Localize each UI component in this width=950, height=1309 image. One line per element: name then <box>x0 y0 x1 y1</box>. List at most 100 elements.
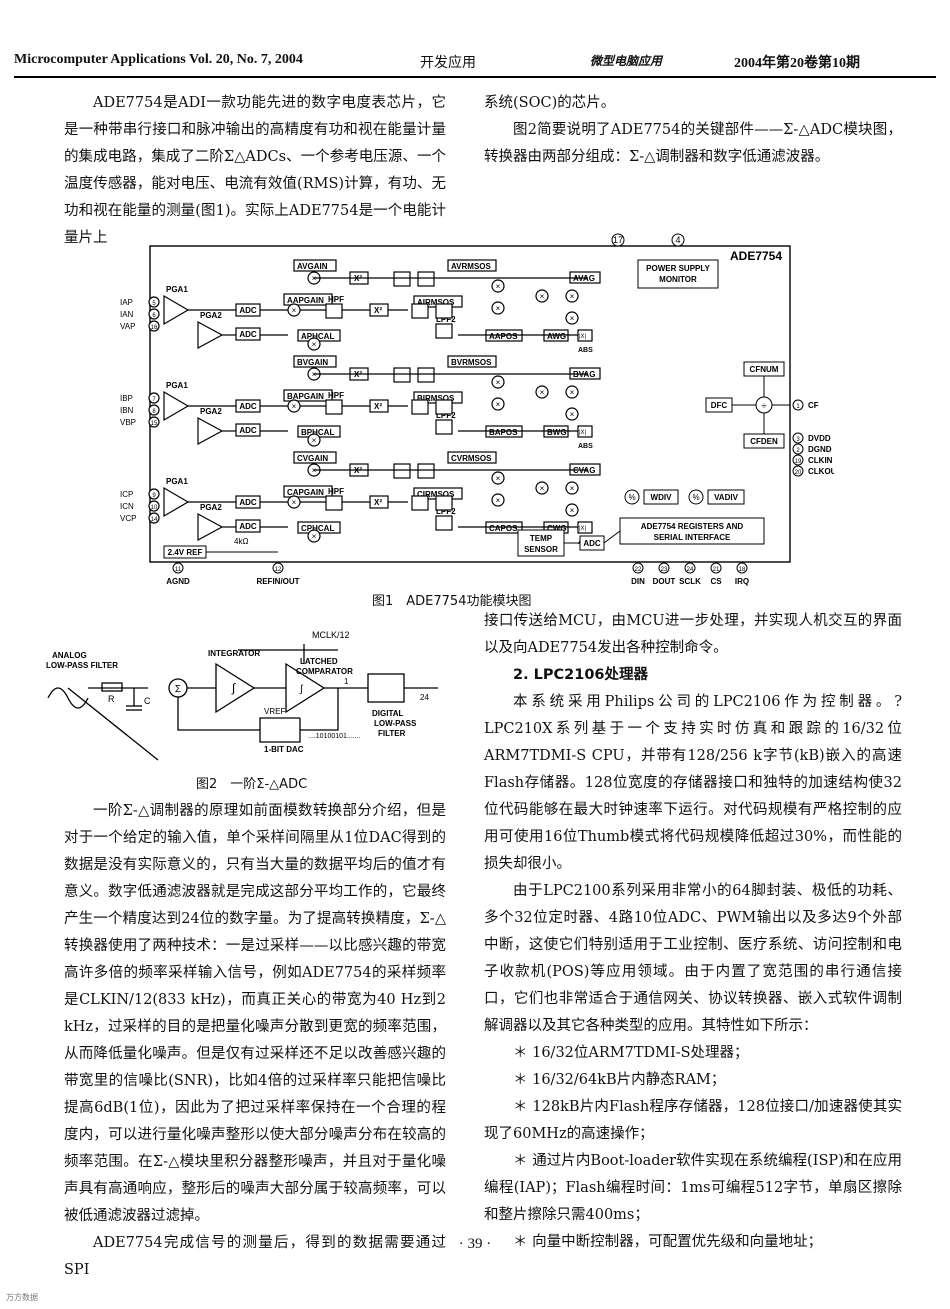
svg-text:ADC: ADC <box>239 306 257 315</box>
pin-label: IAP <box>120 298 133 307</box>
pin-label: CLKOUT <box>808 467 834 476</box>
paragraph: 系统(SOC)的芯片。 <box>484 95 616 111</box>
figure-2-sigma-delta-adc: Σ ∫ ∫ MCLK/12 ANALOG LOW-PASS FILTER INT… <box>46 630 438 761</box>
svg-text:18: 18 <box>739 567 746 573</box>
svg-text:HPF: HPF <box>328 295 344 304</box>
svg-text:CFDEN: CFDEN <box>750 437 778 446</box>
svg-text:1: 1 <box>344 677 349 686</box>
pin-label: AGND <box>166 577 190 586</box>
svg-text:3: 3 <box>796 437 800 443</box>
pin-number: 7 <box>152 397 156 403</box>
svg-text:INTEGRATOR: INTEGRATOR <box>208 649 260 658</box>
svg-text:×: × <box>540 388 545 397</box>
svg-text:DFC: DFC <box>711 401 728 410</box>
issue-info: 2004年第20卷第10期 <box>734 56 860 71</box>
right-column-top: 系统(SOC)的芯片。 图2简要说明了ADE7754的关键部件——Σ-△ADC模… <box>484 90 902 171</box>
svg-text:R: R <box>108 694 115 704</box>
svg-text:∫: ∫ <box>299 684 304 695</box>
svg-text:×: × <box>292 306 297 315</box>
svg-text:VADIV: VADIV <box>714 493 739 502</box>
pin-label: IBP <box>120 394 133 403</box>
pin-number: 9 <box>152 493 156 499</box>
svg-text:÷: ÷ <box>761 401 767 412</box>
svg-text:ABS: ABS <box>578 347 593 354</box>
pin-label: DVDD <box>808 434 831 443</box>
svg-text:×: × <box>540 484 545 493</box>
paragraph: 图2简要说明了ADE7754的关键部件——Σ-△ADC模块图，转换器由两部分组成… <box>484 122 902 165</box>
svg-text:×: × <box>496 378 501 387</box>
pin-label: REFIN/OUT <box>256 577 299 586</box>
register-label: CWG <box>547 524 567 533</box>
svg-text:×: × <box>540 292 545 301</box>
svg-text:×: × <box>292 498 297 507</box>
svg-text:×: × <box>496 282 501 291</box>
svg-text:|X|: |X| <box>579 526 587 532</box>
journal-name: Microcomputer Applications Vol. 20, No. … <box>14 52 303 67</box>
svg-text:HPF: HPF <box>328 391 344 400</box>
register-label: CAPGAIN <box>287 488 324 497</box>
list-item: ＊ 16/32/64kB片内静态RAM； <box>513 1072 726 1088</box>
pin-number: 6 <box>152 313 156 319</box>
svg-text:2.4V REF: 2.4V REF <box>168 548 203 557</box>
svg-text:×: × <box>570 484 575 493</box>
svg-text:ADC: ADC <box>239 522 257 531</box>
svg-text:×: × <box>570 410 575 419</box>
svg-text:ADC: ADC <box>239 426 257 435</box>
svg-text:24: 24 <box>420 693 429 702</box>
pin-number: 10 <box>151 505 158 511</box>
register-label: BWG <box>547 428 567 437</box>
svg-text:%: % <box>692 493 699 502</box>
pin-label: SCLK <box>679 577 701 586</box>
svg-text:×: × <box>312 340 317 349</box>
register-label: AIRMSOS <box>417 298 455 307</box>
svg-text:ADC: ADC <box>239 402 257 411</box>
svg-text:Σ: Σ <box>175 684 181 695</box>
svg-text:X²: X² <box>374 498 382 507</box>
pin-number: 15 <box>151 421 158 427</box>
svg-text:12: 12 <box>275 567 282 573</box>
register-label: BPHCAL <box>301 428 334 437</box>
svg-text:20: 20 <box>795 470 802 476</box>
svg-text:ADC: ADC <box>583 539 601 548</box>
svg-text:×: × <box>570 388 575 397</box>
paragraph: ADE7754是ADI一款功能先进的数字电度表芯片，它是一种带串行接口和脉冲输出… <box>64 95 446 246</box>
paragraph: 接口传送给MCU，由MCU进一步处理，并实现人机交互的界面以及向ADE7754发… <box>484 613 902 656</box>
svg-text:....10100101.......: ....10100101....... <box>308 733 361 740</box>
pin-label: CLKIN <box>808 456 833 465</box>
list-item: ＊ 16/32位ARM7TDMI-S处理器； <box>513 1045 749 1061</box>
svg-text:PGA1: PGA1 <box>166 285 188 294</box>
figure-1-caption: 图1 ADE7754功能模块图 <box>372 594 532 609</box>
svg-text:COMPARATOR: COMPARATOR <box>296 667 353 676</box>
register-label: BVGAIN <box>297 358 328 367</box>
register-label: BAPOS <box>489 428 518 437</box>
svg-text:LPF2: LPF2 <box>436 411 456 420</box>
svg-text:VREF: VREF <box>264 707 285 716</box>
svg-text:SERIAL INTERFACE: SERIAL INTERFACE <box>654 533 731 542</box>
svg-text:×: × <box>496 400 501 409</box>
pin-label: IAN <box>120 310 134 319</box>
pin-number: 14 <box>151 517 158 523</box>
pin-label: CF <box>808 401 819 410</box>
pin-label: CS <box>710 577 722 586</box>
svg-text:PGA2: PGA2 <box>200 503 222 512</box>
list-item: ＊ 通过片内Boot-loader软件实现在系统编程(ISP)和在应用编程(IA… <box>484 1153 902 1223</box>
svg-text:×: × <box>570 292 575 301</box>
svg-text:×: × <box>312 532 317 541</box>
section-heading: 2. LPC2106处理器 <box>513 667 649 683</box>
svg-text:LOW-PASS FILTER: LOW-PASS FILTER <box>46 661 118 670</box>
pin-number: 16 <box>151 325 158 331</box>
svg-text:×: × <box>496 496 501 505</box>
chip-name: ADE7754 <box>730 249 782 263</box>
paragraph: ADE7754完成信号的测量后，得到的数据需要通过SPI <box>64 1235 446 1278</box>
section-name: 开发应用 <box>420 55 476 71</box>
svg-text:×: × <box>292 402 297 411</box>
watermark: 万方数据 <box>6 1293 38 1302</box>
svg-text:ADE7754 REGISTERS AND: ADE7754 REGISTERS AND <box>641 522 744 531</box>
svg-text:|X|: |X| <box>579 430 587 436</box>
list-item: ＊ 向量中断控制器，可配置优先级和向量地址； <box>513 1234 823 1250</box>
svg-text:MCLK/12: MCLK/12 <box>312 630 350 640</box>
register-label: AVRMSOS <box>451 262 492 271</box>
